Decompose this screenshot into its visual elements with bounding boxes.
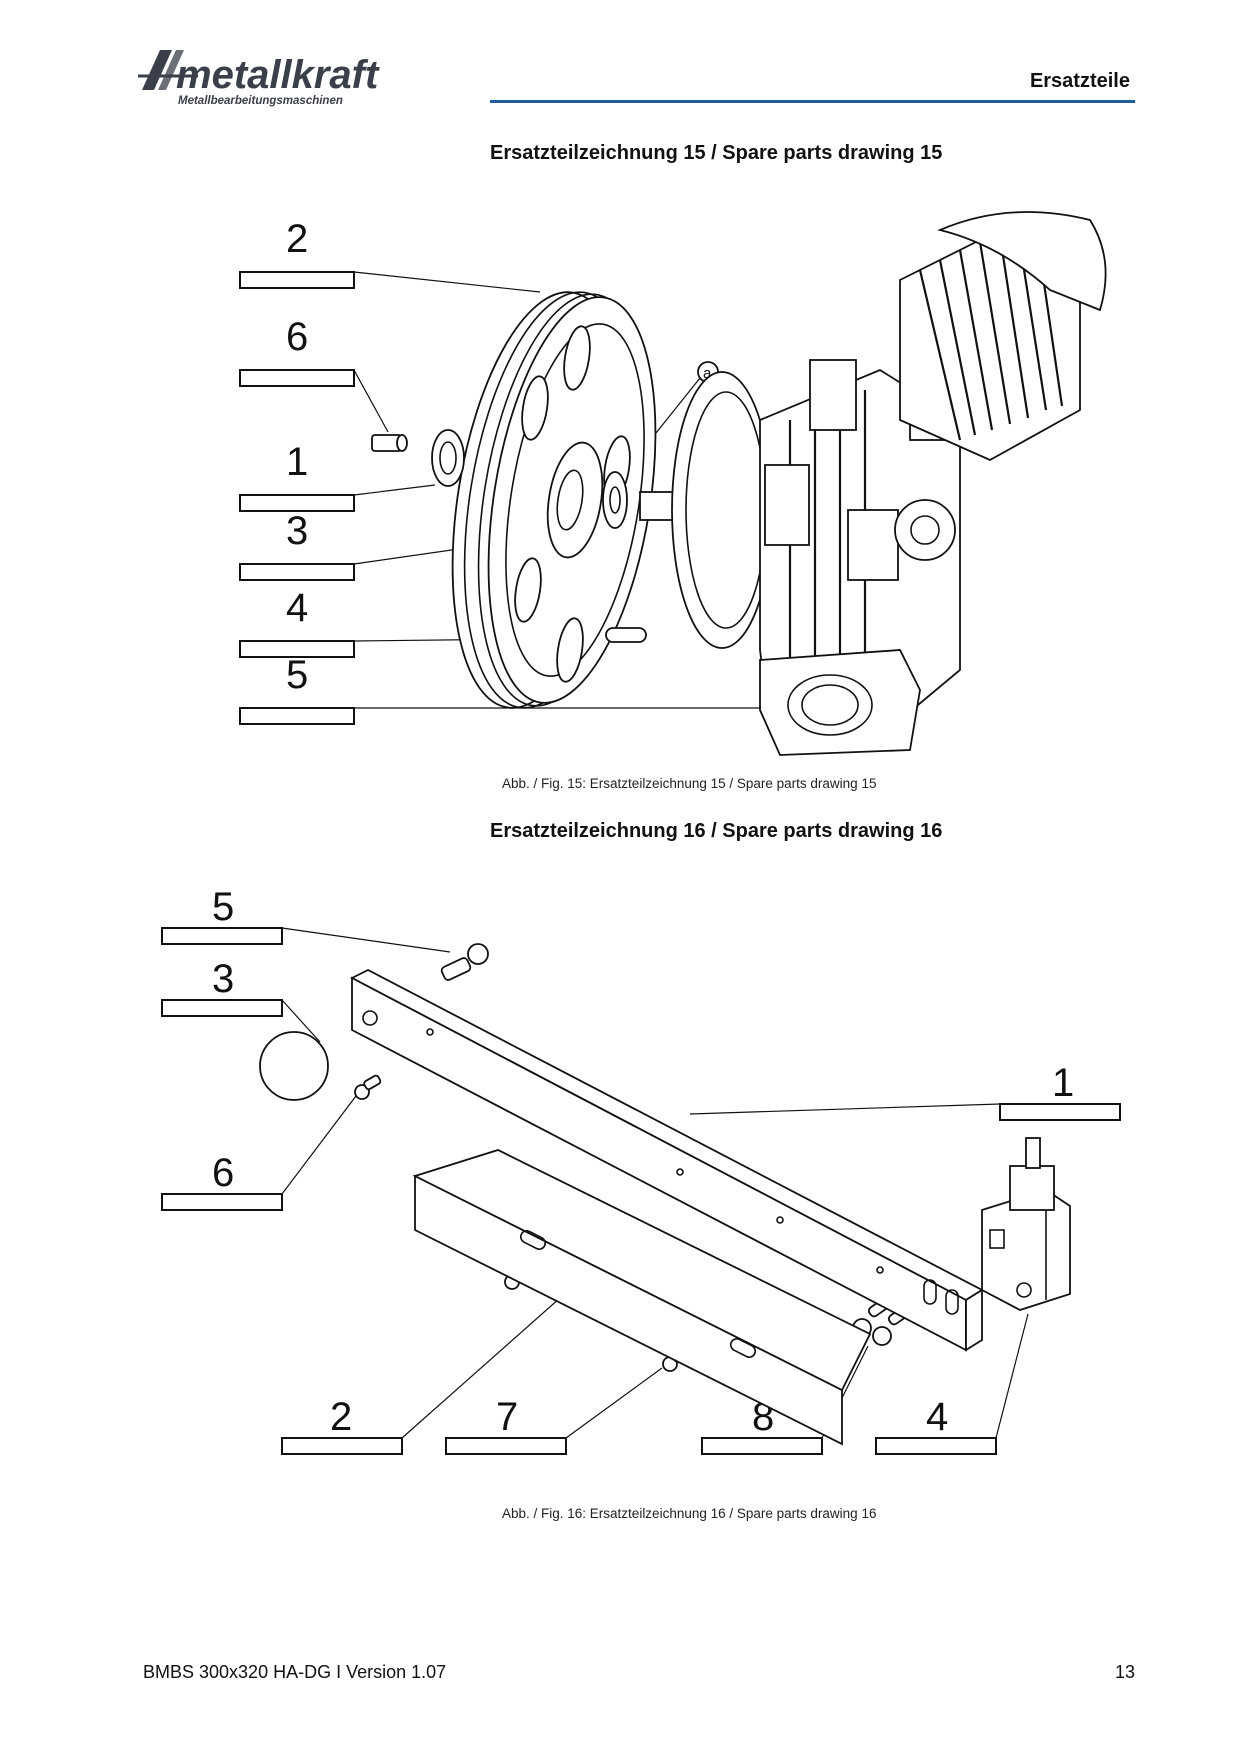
drawing-15-labels: 2 6 1 3 4 5: [239, 217, 355, 725]
key-part: [605, 627, 647, 643]
drawing-16-figure: 5 3 6 1 2 7 8 4: [161, 885, 1121, 1455]
footer-model-version: BMBS 300x320 HA-DG I Version 1.07: [143, 1662, 447, 1682]
page-number: 13: [1114, 1662, 1135, 1682]
header-divider: [490, 100, 1135, 103]
detail-marker-label: a: [703, 365, 712, 382]
part-label-4: 4: [286, 586, 308, 630]
part-box-8: [701, 1437, 823, 1455]
drawing-16-caption: Abb. / Fig. 16: Ersatzteilzeichnung 16 /…: [502, 1506, 877, 1521]
drawing-15-figure: 2 6 1 3 4 5 a: [239, 211, 1107, 756]
part-label-1: 1: [286, 440, 308, 484]
logo-mark-icon: [138, 50, 198, 90]
part-box-5: [239, 707, 355, 725]
part-label-5: 5: [286, 653, 308, 697]
bushing-part: [431, 429, 465, 487]
washer-part: [602, 471, 628, 529]
part-label-6: 6: [212, 1151, 234, 1195]
screw-part: [371, 434, 408, 452]
section-title: Ersatzteile: [1029, 70, 1130, 92]
part-box-3: [161, 999, 283, 1017]
part-box-7: [445, 1437, 567, 1455]
part-box-4: [239, 640, 355, 658]
part-label-5: 5: [212, 885, 234, 929]
logo-wordmark: metallkraft: [176, 53, 380, 97]
part-label-1: 1: [1052, 1061, 1074, 1105]
drawing-15-caption: Abb. / Fig. 15: Ersatzteilzeichnung 15 /…: [502, 776, 877, 791]
part-label-6: 6: [286, 315, 308, 359]
part-label-4: 4: [926, 1395, 948, 1439]
drawing-16-title: Ersatzteilzeichnung 16 / Spare parts dra…: [490, 820, 943, 842]
brand-logo: metallkraft Metallbearbeitungsmaschinen: [138, 46, 468, 108]
part-label-3: 3: [286, 509, 308, 553]
pulley-wheel: [451, 291, 657, 709]
clamp-block-part: [981, 1137, 1071, 1311]
part-box-6: [239, 369, 355, 387]
part-box-4: [875, 1437, 997, 1455]
gear-motor: [639, 211, 1107, 756]
logo-tagline: Metallbearbeitungsmaschinen: [178, 95, 343, 107]
drawing-15-title: Ersatzteilzeichnung 15 / Spare parts dra…: [490, 142, 943, 164]
part-box-2: [281, 1437, 403, 1455]
part-box-5: [161, 927, 283, 945]
rail-part: [350, 968, 984, 1352]
round-part: [259, 1031, 329, 1101]
part-box-1: [239, 494, 355, 512]
part-box-2: [239, 271, 355, 289]
part-label-2: 2: [286, 217, 308, 261]
part-box-1: [999, 1103, 1121, 1121]
drawing-16-leaders: [281, 927, 1029, 1439]
part-box-3: [239, 563, 355, 581]
angle-profile-part: [412, 1149, 872, 1446]
drawing-16-labels: 5 3 6 1 2 7 8 4: [161, 885, 1121, 1455]
part-label-3: 3: [212, 957, 234, 1001]
part-label-7: 7: [496, 1395, 518, 1439]
part-label-2: 2: [330, 1395, 352, 1439]
part-box-6: [161, 1193, 283, 1211]
